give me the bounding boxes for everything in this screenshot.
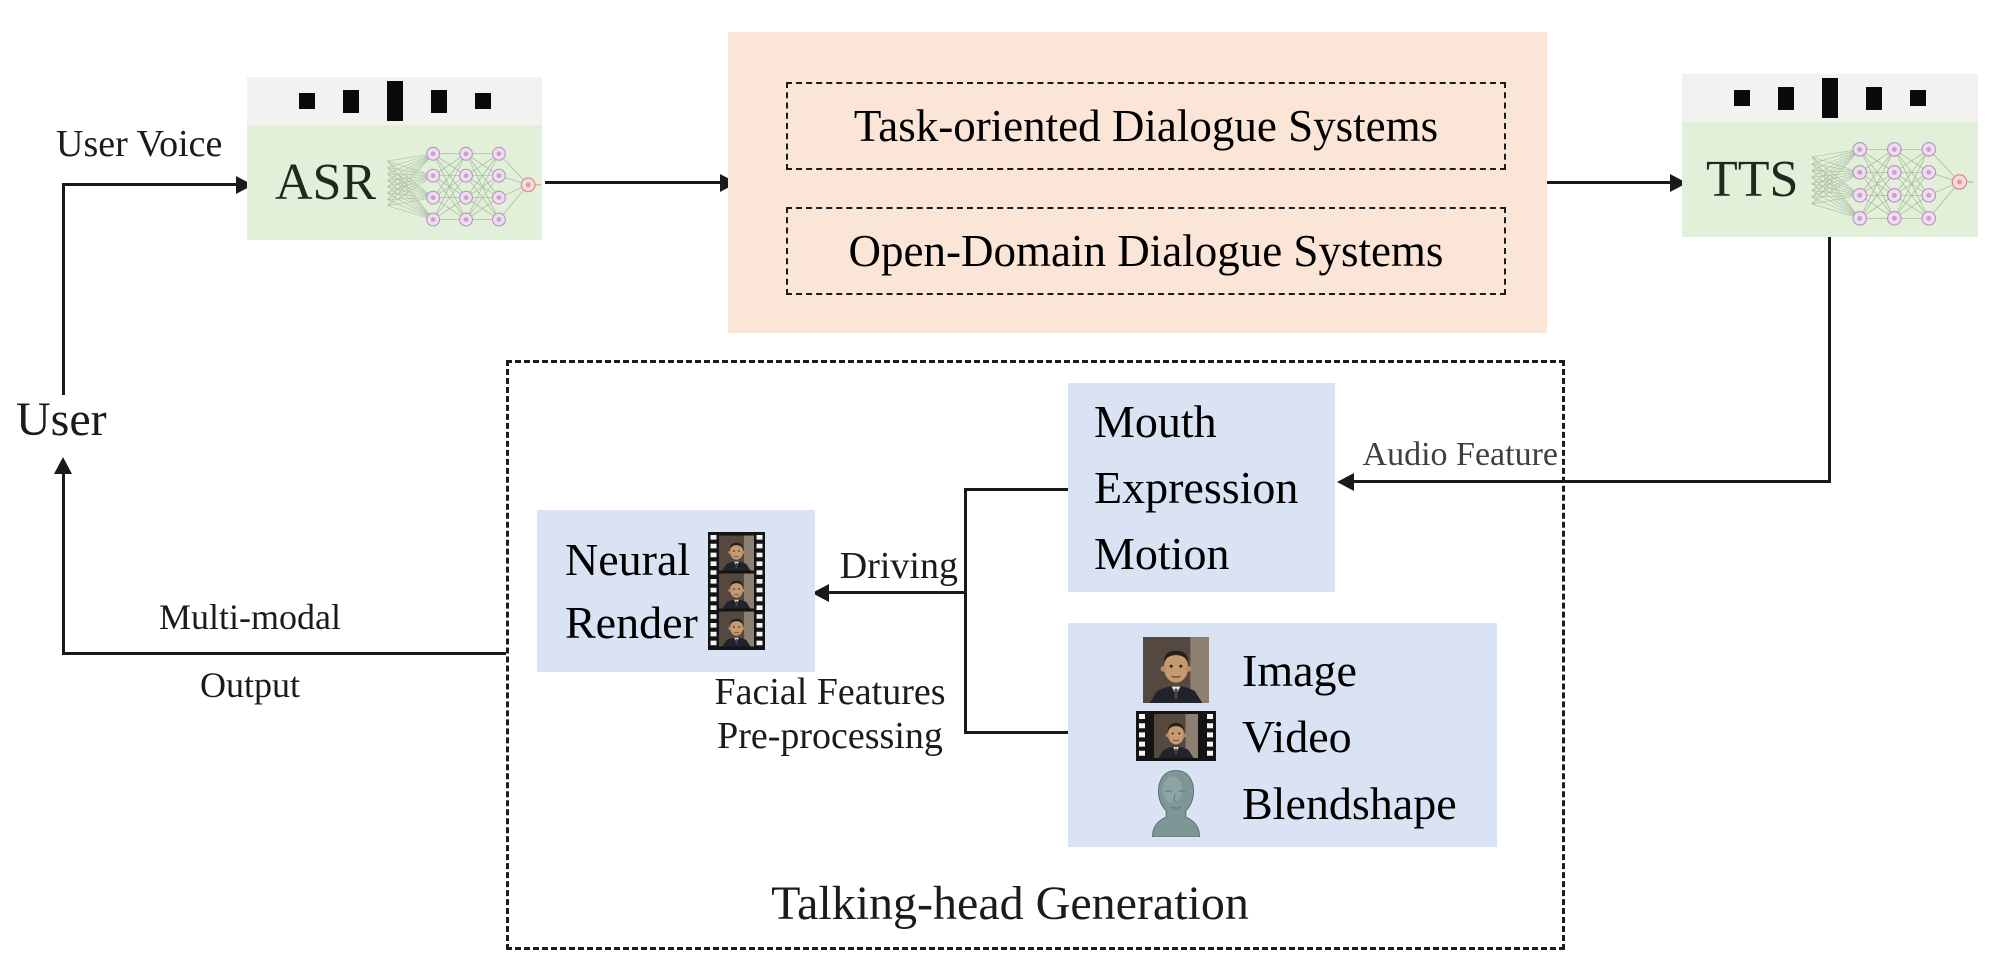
- asr-box: ASR: [247, 125, 542, 240]
- neural-network-icon: [1812, 141, 1974, 226]
- driving-arrow-line: [826, 591, 966, 594]
- soundwave-bar: [342, 89, 359, 113]
- film-strip-icon: [1120, 711, 1232, 761]
- neural-render-line: Render: [565, 597, 698, 648]
- task-oriented-dialogue-box: Task-oriented Dialogue Systems: [786, 82, 1506, 170]
- tts-label: TTS: [1706, 151, 1799, 208]
- neural-network-icon: [387, 146, 542, 227]
- neural-render-label: Neural Render: [565, 533, 698, 649]
- user-voice-vertical-line: [62, 185, 65, 395]
- neural-render-box: Neural Render: [537, 510, 815, 672]
- soundwave-bar: [1822, 78, 1838, 118]
- user-voice-label: User Voice: [56, 123, 223, 165]
- audio-feature-label: Audio Feature: [1362, 436, 1558, 473]
- driven-inputs-box: Image Video Blendshape: [1068, 623, 1497, 847]
- input-label-blendshape: Blendshape: [1242, 777, 1457, 829]
- input-row-video: Video: [1120, 710, 1497, 763]
- asr-to-dialogue-line: [545, 181, 722, 184]
- talking-head-generation-title: Talking-head Generation: [771, 877, 1249, 930]
- film-strip-vertical-icon: [708, 532, 765, 650]
- soundwave-bar: [1734, 90, 1750, 106]
- multi-modal-output-line: [62, 652, 506, 655]
- soundwave-icon-asr: [247, 77, 542, 125]
- bracket-vertical-line: [964, 489, 967, 734]
- head-3d-model-icon: [1120, 769, 1232, 837]
- pre-processing-label: Pre-processing: [717, 715, 943, 757]
- input-label-image: Image: [1242, 644, 1357, 696]
- tts-box: TTS: [1682, 122, 1978, 237]
- talking-head-generation-region: [506, 360, 1565, 950]
- motion-box-line: Mouth: [1094, 396, 1217, 447]
- soundwave-bar: [430, 89, 447, 113]
- multi-modal-label: Multi-modal: [159, 597, 341, 637]
- driving-label: Driving: [839, 545, 958, 587]
- tts-down-line: [1828, 237, 1831, 483]
- asr-label: ASR: [275, 154, 377, 211]
- soundwave-bar: [1778, 86, 1794, 110]
- output-to-user-line: [62, 472, 65, 654]
- input-row-blendshape: Blendshape: [1120, 769, 1497, 837]
- open-domain-dialogue-box: Open-Domain Dialogue Systems: [786, 207, 1506, 295]
- open-domain-dialogue-label: Open-Domain Dialogue Systems: [848, 226, 1444, 276]
- soundwave-bar: [386, 81, 403, 121]
- portrait-photo-icon: [1120, 637, 1232, 703]
- driving-arrowhead: [812, 584, 829, 602]
- soundwave-bar: [1910, 90, 1926, 106]
- output-to-user-arrowhead: [54, 457, 72, 474]
- motion-box-line: Expression: [1094, 462, 1299, 513]
- neural-render-line: Neural: [565, 534, 691, 585]
- dialogue-systems-container: Task-oriented Dialogue Systems Open-Doma…: [728, 32, 1547, 333]
- motion-box: Mouth Expression Motion: [1068, 383, 1335, 592]
- output-label: Output: [199, 665, 300, 705]
- audio-feature-arrowhead: [1337, 473, 1354, 491]
- soundwave-bar: [474, 93, 491, 109]
- audio-feature-line: [1352, 480, 1831, 483]
- soundwave-icon-tts: [1682, 74, 1978, 122]
- motion-box-line: Motion: [1094, 528, 1230, 579]
- input-label-video: Video: [1242, 710, 1352, 762]
- bracket-bottom-stub: [964, 731, 1068, 734]
- bracket-top-stub: [964, 488, 1068, 491]
- soundwave-bar: [298, 93, 315, 109]
- soundwave-bar: [1866, 86, 1882, 110]
- dialogue-to-tts-line: [1547, 181, 1672, 184]
- input-row-image: Image: [1120, 637, 1497, 703]
- user-voice-arrow-line: [62, 183, 238, 186]
- facial-features-label: Facial Features: [714, 671, 946, 713]
- user-label: User: [16, 393, 107, 446]
- task-oriented-dialogue-label: Task-oriented Dialogue Systems: [853, 101, 1439, 151]
